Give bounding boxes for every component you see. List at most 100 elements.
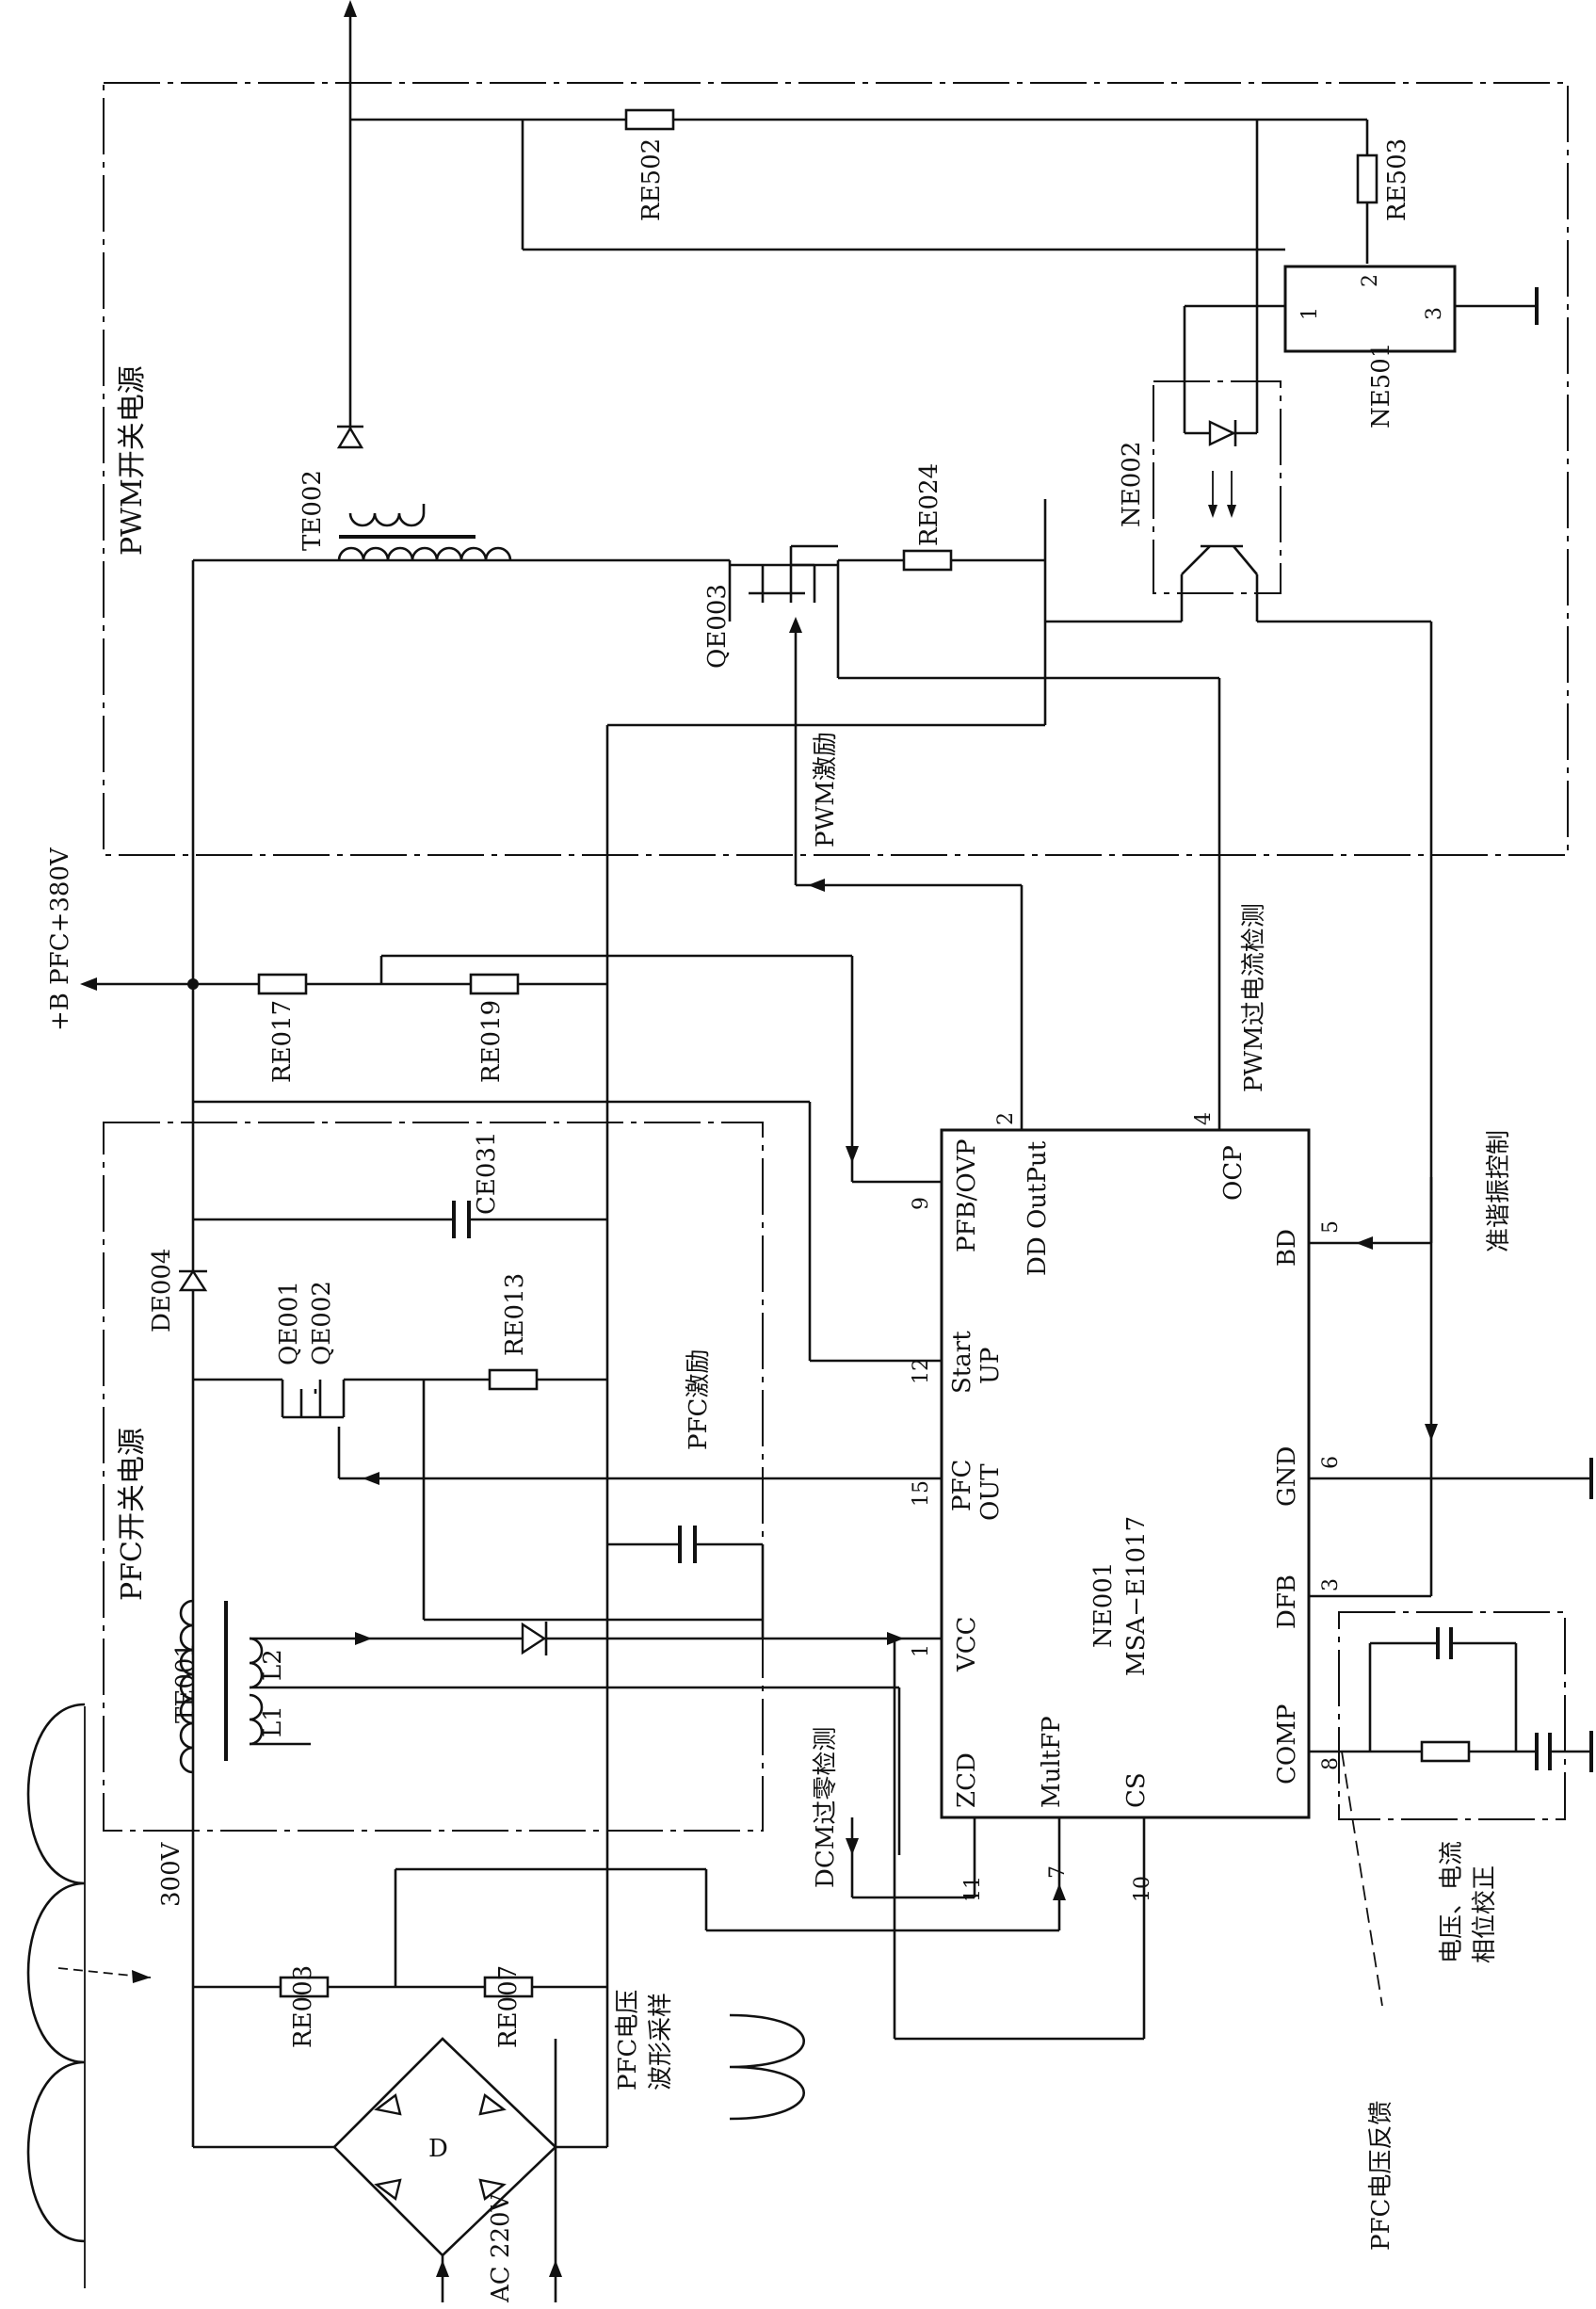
label-te002: TE002 [298,470,327,551]
te001-primary-winding [179,1599,194,1774]
label-phase-correction-1: 电压、电流 [1438,1841,1466,1963]
ic-pin7-num: 7 [1046,1865,1070,1879]
re013-resistor [488,1368,539,1391]
pwm-block-border [103,82,1569,856]
label-pfc-drive: PFC激励 [685,1349,713,1450]
label-pfc-sampling-1: PFC电压 [614,1990,642,2091]
label-phase-correction-2: 相位校正 [1471,1865,1499,1963]
label-te001: TE001 [171,1642,200,1723]
te001-l2-winding [249,1637,264,1689]
label-ne501: NE501 [1367,343,1395,428]
vcc-diode [521,1622,547,1655]
label-re007: RE007 [494,1965,523,2048]
ic-pin3-num: 3 [1319,1578,1343,1591]
label-re019: RE019 [477,1000,506,1083]
label-pfc-switch-supply: PFC开关电源 [116,1428,149,1601]
ic-ref: NE001 [1089,1562,1118,1648]
ic-pin12-name-1: Start [948,1331,976,1394]
te001-l1-winding [249,1693,264,1746]
label-ce031: CE031 [473,1132,501,1216]
label-ac220: AC 220V [487,2192,515,2303]
label-pfc-feedback: PFC电压反馈 [1367,2101,1395,2251]
arrow-b-pfc [80,977,97,991]
bridge-diode-1 [374,2092,402,2116]
label-pwm-overcurrent: PWM过电流检测 [1240,903,1268,1092]
ic-pin1-num: 1 [910,1644,933,1657]
sine-waveform-300v [26,1703,86,2243]
ic-pin9-name: PFB/OVP [953,1138,981,1252]
ne501-pin-2: 2 [1359,274,1382,287]
opto-arrowhead-2 [1227,505,1236,518]
opto-transistor-emitter [1233,545,1258,575]
label-re013: RE013 [501,1273,529,1356]
arrow-pwm-drive [789,617,802,633]
ic-pin6-num: 6 [1319,1456,1343,1469]
label-ne002: NE002 [1118,442,1146,527]
label-qe002: QE002 [308,1281,336,1365]
ic-pin8-name: COMP [1273,1704,1301,1784]
te002-primary-winding [337,546,512,561]
bridge-diode-2 [478,2092,507,2116]
ne002-box [1153,380,1282,594]
ne501-pin-3: 3 [1423,307,1446,320]
ic-pin11-num: 11 [961,1876,985,1902]
arrow-multfp [1053,1883,1066,1900]
ic-pin1-name: VCC [953,1616,981,1672]
arrow-pfc-out [363,1472,379,1485]
re024-resistor [902,549,953,572]
label-qe001: QE001 [275,1281,303,1365]
ic-pin4-name: OCP [1219,1145,1248,1201]
sine-waveform-sampled [729,2013,805,2121]
label-qe003: QE003 [703,584,732,669]
arrow-pwm-drive-h [808,879,825,892]
label-re502: RE502 [637,138,666,221]
ic-pin12-num: 12 [910,1358,933,1384]
ic-pin10-name: CS [1122,1772,1151,1808]
ic-ne001-box [940,1128,1311,1819]
label-re024: RE024 [915,463,943,546]
arrow-dfb [1425,1424,1438,1441]
de004-diode [178,1268,208,1292]
ic-pin7-name: MultFP [1038,1716,1066,1808]
ic-pin9-num: 9 [910,1197,933,1210]
re019-resistor [469,973,520,995]
ic-pin10-num: 10 [1131,1876,1154,1902]
ic-pin15-num: 15 [910,1480,933,1507]
re502-resistor [624,108,675,131]
ic-pin2-name: DD OutPut [1024,1140,1052,1276]
label-pwm-drive: PWM激励 [812,732,840,848]
bridge-diode-3 [374,2178,402,2202]
comp-resistor [1420,1740,1471,1763]
ic-part: MSA−E1017 [1122,1516,1151,1676]
ic-pin3-name: DFB [1273,1574,1301,1629]
junction-b-pfc [187,978,199,990]
label-de004: DE004 [148,1249,176,1332]
label-l1: L1 [259,1705,287,1737]
pfc-block-border [103,1122,764,1832]
label-l2: L2 [259,1649,287,1681]
label-re503: RE503 [1383,138,1411,221]
ic-pin15-name-2: OUT [976,1463,1005,1521]
ic-pin5-num: 5 [1319,1220,1343,1234]
label-b-pfc: +B PFC+380V [46,847,74,1031]
arrow-pfb [846,1146,859,1163]
ic-pin11-name: ZCD [953,1752,981,1808]
label-quasi-resonant: 准谐振控制 [1485,1130,1513,1252]
label-300v: 300V [157,1841,185,1907]
bridge-diode-4 [478,2178,507,2202]
arrow-vcc-l2 [355,1632,372,1645]
re007-resistor [483,1976,534,1998]
ic-pin15-name-1: PFC [948,1460,976,1511]
label-bridge-d: D [428,2135,448,2163]
ic-pin8-num: 8 [1319,1757,1343,1770]
ic-pin12-name-2: UP [976,1348,1005,1384]
opto-arrowhead-1 [1208,505,1217,518]
arrow-head-300v [132,1970,151,1983]
comp-block-border [1338,1611,1566,1820]
ic-pin6-name: GND [1273,1446,1301,1507]
re017-resistor [257,973,308,995]
arrow-ac-left [436,2260,449,2277]
label-re017: RE017 [268,1000,297,1083]
